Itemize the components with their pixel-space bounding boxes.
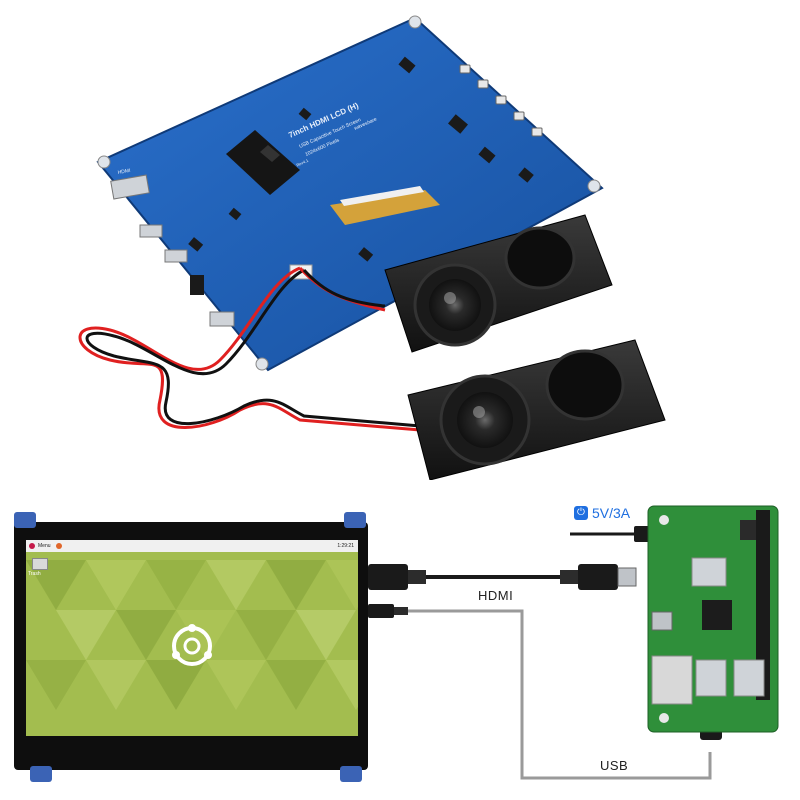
hdmi-silk-label: HDMI: [117, 168, 131, 176]
mount-tab: [30, 766, 52, 782]
raspberry-icon[interactable]: [29, 543, 35, 549]
power-icon: ⏻: [574, 506, 588, 520]
speaker-cable: [78, 266, 421, 432]
taskbar: Menu 1:29:21: [26, 540, 358, 552]
power-label: 5V/3A: [592, 505, 631, 521]
mount-tab: [14, 512, 36, 528]
main-ic-chip: [226, 130, 300, 195]
fpc-connector: [330, 186, 440, 225]
usb-label: USB: [600, 758, 629, 773]
mount-tab: [340, 766, 362, 782]
menu-button[interactable]: Menu: [38, 543, 51, 549]
desktop-screen: Menu 1:29:21 Trash: [26, 540, 358, 736]
raspberry-pi-board: [647, 505, 779, 733]
product-photo: 7inch HDMI LCD (H) USB Capacitive Touch …: [78, 15, 666, 480]
trash-label: Trash: [28, 571, 41, 577]
hdmi-label: HDMI: [478, 588, 514, 603]
hdmi-cable: [368, 564, 637, 590]
os-logo-icon: [172, 624, 212, 666]
trash-icon[interactable]: [32, 558, 48, 570]
browser-icon[interactable]: [56, 543, 62, 549]
lcd-driver-board: 7inch HDMI LCD (H) USB Capacitive Touch …: [96, 15, 604, 372]
speaker-lower: [407, 339, 666, 480]
board-revision: Rev4.1: [295, 158, 309, 168]
speaker-upper: [384, 214, 613, 353]
mount-tab: [344, 512, 366, 528]
hdmi-port: [110, 174, 150, 200]
taskbar-clock: 1:29:21: [337, 543, 354, 549]
connection-diagram: [368, 505, 779, 780]
desktop-wallpaper: [26, 540, 358, 736]
